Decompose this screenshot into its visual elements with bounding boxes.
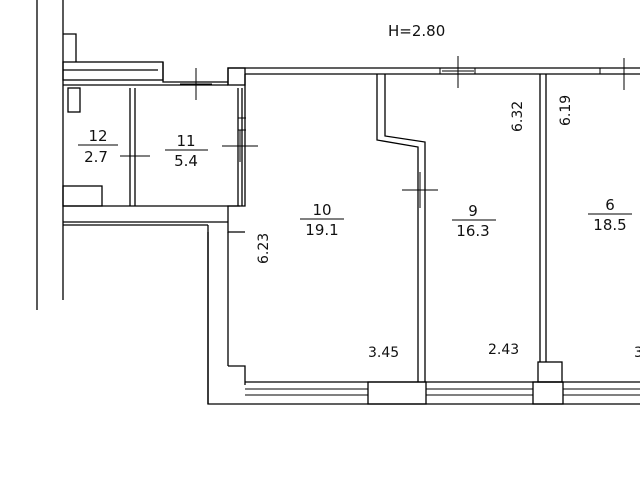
- dimension-label: 6.19: [558, 95, 574, 126]
- left-structure: [36, 0, 228, 310]
- room-label-10: 10 19.1: [300, 201, 344, 239]
- room-number: 10: [312, 201, 331, 219]
- room-area: 18.5: [593, 216, 626, 234]
- dimension-label: 3.45: [368, 345, 399, 361]
- room-label-12: 12 2.7: [78, 127, 118, 166]
- room-number: 6: [605, 196, 615, 214]
- room-area: 2.7: [84, 148, 108, 166]
- ceiling-height: H=2.80: [388, 22, 445, 40]
- room-area: 16.3: [456, 222, 489, 240]
- outer-walls: [207, 67, 640, 405]
- room-12-walls: [62, 87, 240, 207]
- dimension-label: 6.23: [256, 233, 272, 264]
- room-label-6: 6 18.5: [588, 196, 632, 234]
- room-number: 11: [176, 132, 195, 150]
- room-number: 12: [88, 127, 107, 145]
- room-area: 5.4: [174, 152, 198, 170]
- bottom-windows: [245, 381, 640, 405]
- room-label-9: 9 16.3: [452, 202, 496, 240]
- top-window-marks: [439, 68, 601, 74]
- room-label-11: 11 5.4: [165, 132, 208, 170]
- room-number: 9: [468, 202, 478, 220]
- dimension-label: 2.43: [488, 342, 519, 358]
- dimension-label: 3: [634, 345, 640, 361]
- room-area: 19.1: [305, 221, 338, 239]
- partition-10-9: [376, 74, 426, 382]
- dimension-label: 6.32: [510, 101, 526, 132]
- door-markers: [120, 56, 640, 208]
